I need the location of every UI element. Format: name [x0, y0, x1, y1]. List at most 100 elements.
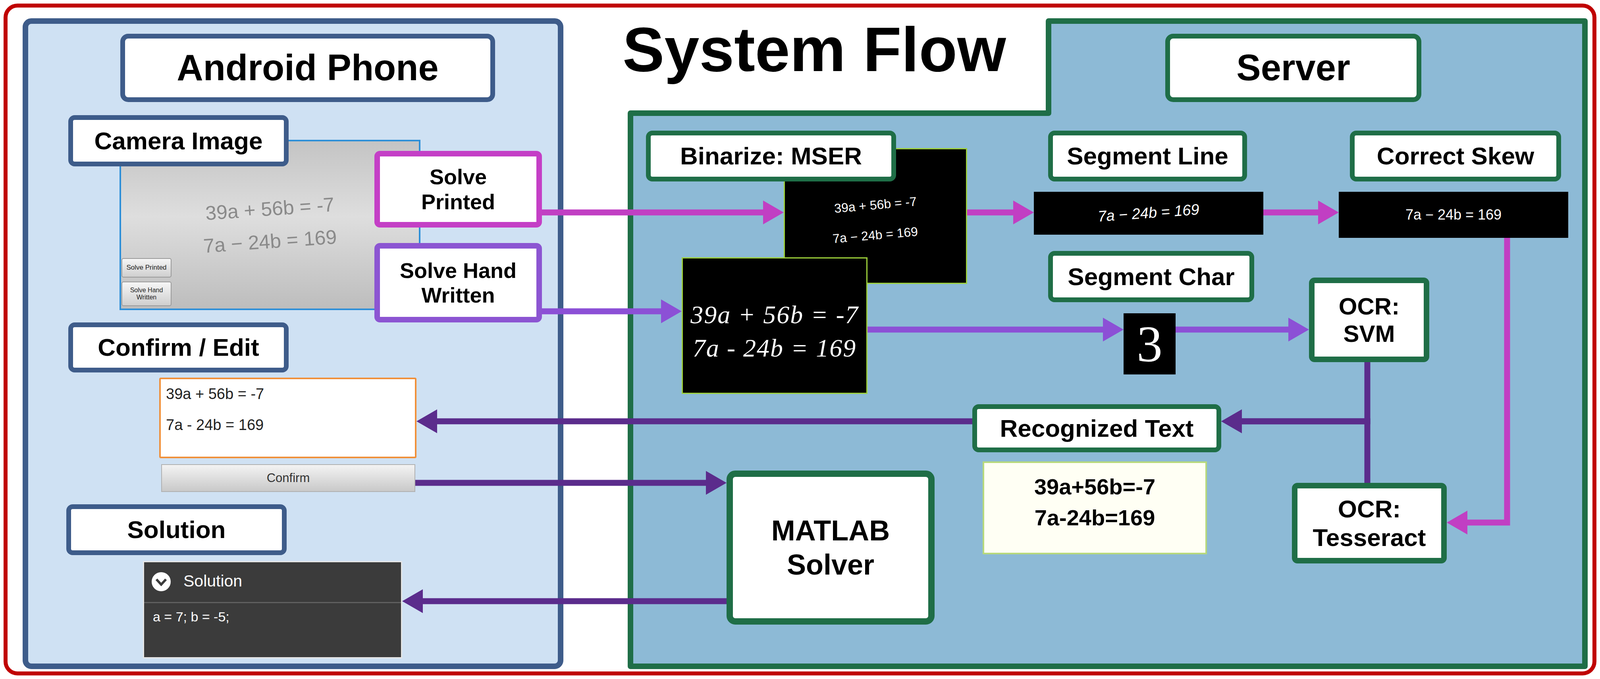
- heading-box: Segment Char: [1048, 250, 1255, 303]
- label-text: Android Phone: [176, 46, 439, 89]
- process-box: OCR: SVM: [1308, 277, 1430, 363]
- label-text: Camera Image: [94, 126, 263, 155]
- arrow-head: [1446, 510, 1468, 535]
- outer-border: [5, 5, 1595, 674]
- text-frame: 3: [1123, 313, 1176, 375]
- flow-arrow: [1263, 200, 1339, 225]
- label-text: Solve Hand Written: [394, 258, 522, 308]
- label-text: Solve Hand Written: [125, 286, 168, 301]
- text-frame: Solve Printed: [379, 156, 537, 222]
- arrow-line: [415, 480, 708, 486]
- node-group: Correct Skew 7a − 24b = 169: [1338, 130, 1569, 238]
- server-panel: ServerBinarize: MSER 39a + 56b = -7 7a − 2…: [627, 18, 1588, 669]
- label-text: Segment Line: [1066, 141, 1229, 170]
- flow-arrow: [541, 299, 682, 324]
- text-frame: 7a - 24b = 169: [165, 412, 411, 438]
- label-text: 7a - 24b = 169: [692, 334, 857, 363]
- label-text: Solve Printed: [126, 264, 167, 272]
- arrow-line: [541, 209, 765, 216]
- label-text: Segment Char: [1067, 262, 1235, 291]
- flow-arrow: [1175, 317, 1309, 342]
- arrow-line: [421, 598, 727, 605]
- text-frame: 39a+56b=-7: [988, 472, 1201, 502]
- arrow-head: [1221, 409, 1242, 434]
- flow-arrow: [1221, 409, 1368, 483]
- label-text: Recognized Text: [999, 414, 1194, 443]
- binary-image: 7a − 24b = 169: [1338, 191, 1569, 238]
- process-box: MATLAB Solver: [726, 470, 935, 625]
- label-text: 39a+56b=-7: [1034, 474, 1156, 500]
- arrow-head: [416, 409, 438, 434]
- text-frame: 39a + 56b = -7: [182, 192, 358, 226]
- node-group: Confirm / Edit 39a + 56b = -7 7a - 24b = 1…: [68, 322, 417, 492]
- text-frame: 7a - 24b = 169: [685, 331, 864, 365]
- text-frame: a = 7; b = -5;: [152, 605, 376, 629]
- text-frame: 7a − 24b = 169: [182, 225, 358, 259]
- arrow-line: [1465, 237, 1508, 523]
- arrow-head: [1318, 200, 1339, 225]
- label-text: 39a + 56b = -7: [204, 193, 336, 225]
- icon-chevron: [156, 579, 166, 585]
- header-divider: [144, 601, 401, 604]
- text-frame: OCR: SVM: [1314, 283, 1424, 357]
- node-group: Camera Image 39a + 56b = -77a − 24b = 169…: [68, 115, 421, 311]
- label-text: MATLAB Solver: [751, 513, 910, 583]
- flow-arrow: [1446, 237, 1508, 535]
- text-frame: 7a-24b=169: [988, 503, 1201, 533]
- char-image: 3: [1123, 313, 1176, 375]
- flow-arrow: [402, 589, 727, 614]
- text-frame: Solve Printed: [122, 258, 171, 277]
- arrow-line: [1240, 362, 1368, 422]
- flow-arrow: [415, 470, 727, 495]
- node-group: Binarize: MSER 39a + 56b = -7 7a − 24b = 1…: [645, 130, 968, 394]
- node-group: Segment Char 3: [1048, 250, 1255, 375]
- icon-circle: [151, 572, 171, 592]
- action-button: Solve Hand Written: [374, 242, 542, 323]
- label-text: OCR: Tesseract: [1305, 494, 1433, 552]
- heading-box: Camera Image: [68, 115, 289, 167]
- binary-image: 39a + 56b = -77a - 24b = 169: [681, 257, 868, 394]
- label-text: 7a − 24b = 169: [202, 226, 338, 258]
- heading-box: Confirm / Edit: [68, 322, 289, 373]
- arrow-head: [1013, 200, 1034, 225]
- process-box: OCR: Tesseract: [1291, 482, 1447, 564]
- flow-arrow: [541, 200, 784, 225]
- text-frame: OCR: Tesseract: [1297, 488, 1442, 558]
- label-text: 7a-24b=169: [1034, 505, 1156, 531]
- text-frame: 39a + 56b = -7: [685, 298, 864, 332]
- label-text: Confirm / Edit: [97, 333, 259, 362]
- label-text: 3: [1136, 318, 1163, 370]
- label-text: 39a + 56b = -7: [833, 194, 918, 216]
- node-group: Segment Line 7a − 24b = 169: [1033, 130, 1264, 235]
- text-frame: MATLAB Solver: [732, 476, 929, 619]
- label-text: Solution: [183, 571, 243, 591]
- flow-arrow: [416, 409, 973, 434]
- arrow-line: [1263, 209, 1320, 216]
- arrow-head: [402, 589, 423, 614]
- app-button: Solve Hand Written: [121, 281, 172, 307]
- confirm-button: Confirm: [161, 464, 416, 492]
- arrow-line: [541, 308, 663, 315]
- label-text: 7a − 24b = 169: [832, 224, 919, 247]
- panel-title: Server: [1165, 33, 1422, 103]
- label-text: a = 7; b = -5;: [152, 609, 230, 625]
- panel-title: Android Phone: [120, 33, 496, 103]
- label-text: 39a + 56b = -7: [165, 385, 265, 403]
- node-group: Recognized Text 39a+56b=-7 7a-24b=169: [972, 404, 1222, 555]
- label-text: Solution: [127, 515, 226, 544]
- text-frame: Confirm: [161, 464, 415, 492]
- arrow-head: [1288, 317, 1309, 342]
- flow-arrow: [867, 317, 1124, 342]
- text-frame: Solve Hand Written: [122, 282, 171, 306]
- label-text: Confirm: [266, 471, 311, 485]
- title-frame: System Flow: [622, 13, 1007, 86]
- arrow-line: [1240, 421, 1368, 483]
- label-text: 7a − 24b = 169: [1405, 206, 1502, 223]
- text-frame: Solution: [183, 564, 374, 598]
- heading-box: Correct Skew: [1349, 130, 1562, 182]
- label-text: Binarize: MSER: [680, 141, 862, 170]
- label-text: 7a − 24b = 169: [1097, 201, 1200, 226]
- text-frame: 7a − 24b = 169: [796, 223, 955, 248]
- solution-panel: Solution a = 7; b = -5;: [142, 560, 403, 659]
- binary-image: 7a − 24b = 169: [1033, 191, 1264, 235]
